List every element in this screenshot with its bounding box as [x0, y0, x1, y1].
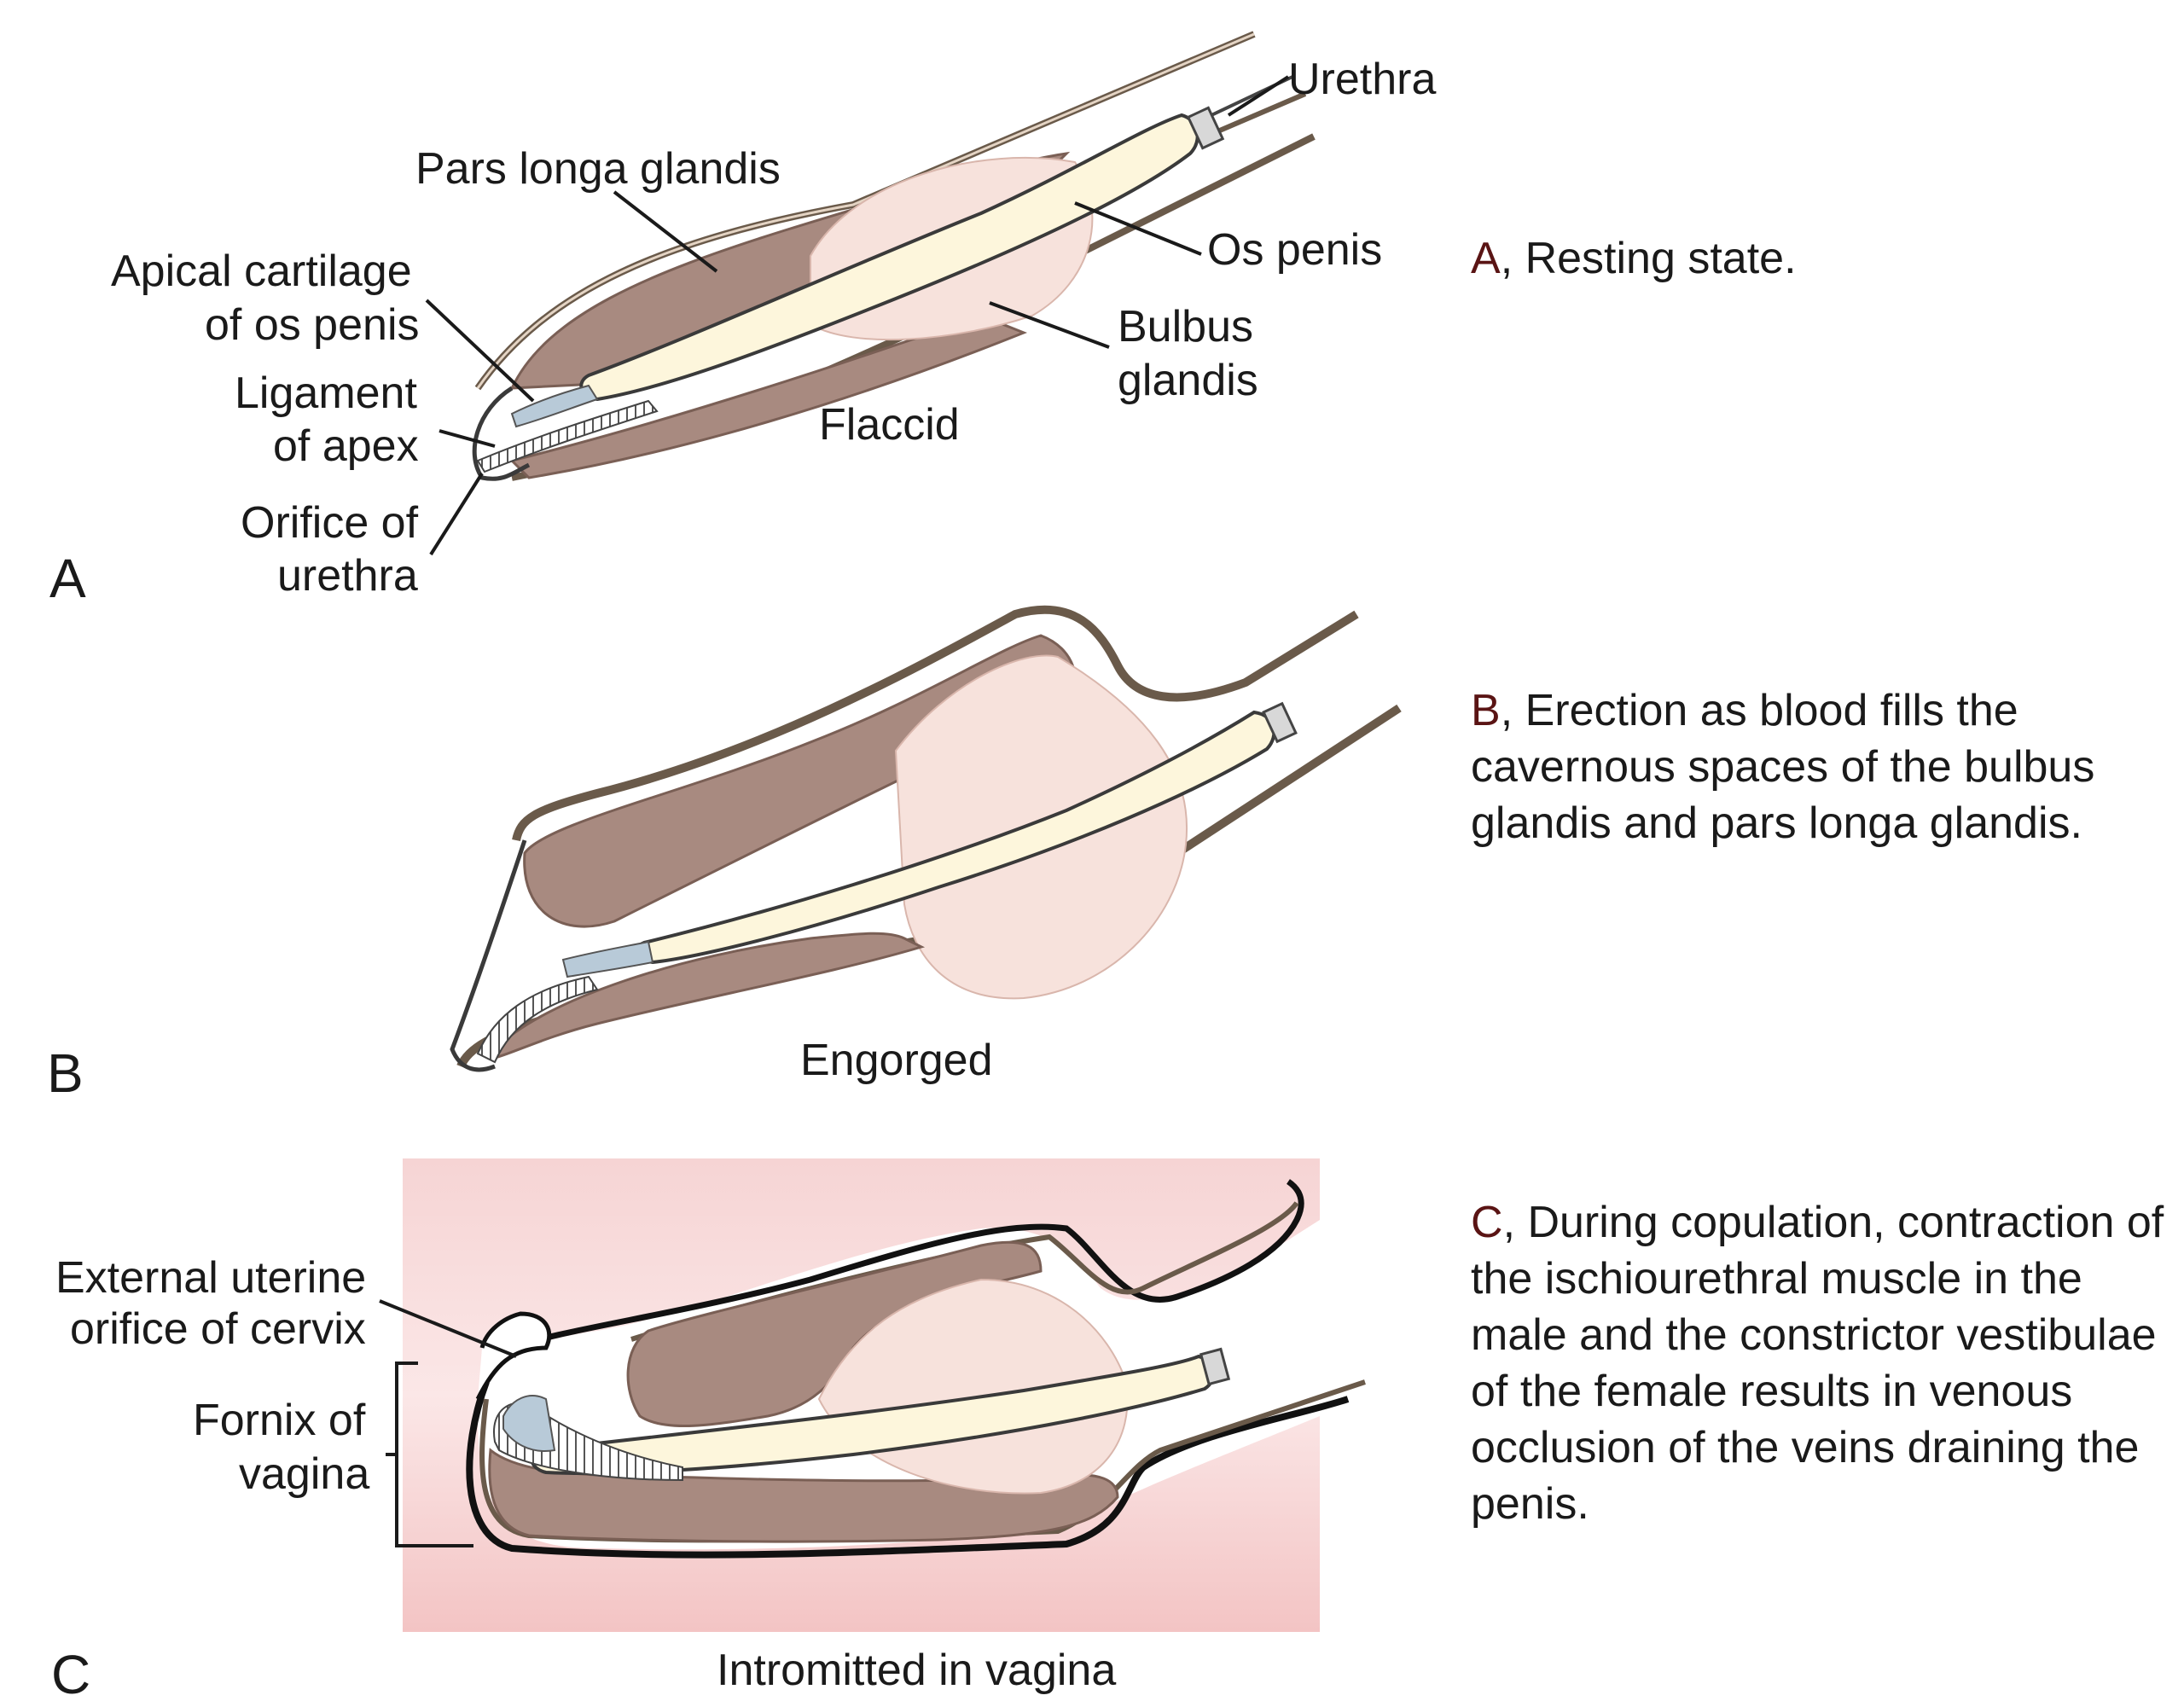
caption-b-letter: B — [1471, 686, 1501, 735]
urethra-end-engorged — [1262, 701, 1298, 744]
cervix — [475, 1311, 552, 1401]
panel-letter-c: C — [51, 1644, 90, 1705]
os-penis-engorged — [636, 710, 1276, 965]
label-external-uterine-2: orifice of cervix — [70, 1304, 366, 1354]
caption-a-text: , Resting state. — [1500, 234, 1797, 283]
label-flaccid: Flaccid — [819, 400, 960, 450]
vaginal-wall-lower — [466, 1380, 1350, 1559]
engorged-outline — [512, 605, 1359, 842]
leader-external-orifice — [379, 1299, 517, 1358]
urethra-end — [1186, 106, 1225, 150]
glans-tip — [472, 386, 531, 481]
caption-c-letter: C — [1471, 1198, 1503, 1247]
caption-a: A, Resting state. — [1471, 230, 2170, 287]
caption-b-text: , Erection as blood fills the cavernous … — [1471, 686, 2095, 848]
label-os-penis: Os penis — [1207, 225, 1382, 275]
label-apical-cartilage-1: Apical cartilage — [111, 247, 412, 296]
panel-a-drawing: Urethra Pars longa glandis Apical cartil… — [49, 31, 1436, 609]
label-orifice-1: Orifice of — [241, 498, 419, 548]
caption-b: B, Erection as blood fills the cavernous… — [1471, 682, 2170, 851]
os-penis — [579, 113, 1199, 402]
label-ligament-2: of apex — [273, 421, 419, 471]
label-urethra: Urethra — [1288, 55, 1436, 104]
label-ligament-1: Ligament — [235, 369, 417, 418]
label-fornix-1: Fornix of — [193, 1396, 366, 1445]
cartilage-c — [502, 1395, 556, 1452]
fornix-bracket — [386, 1362, 473, 1547]
label-engorged: Engorged — [800, 1036, 993, 1085]
vaginal-wall-upper — [510, 1179, 1304, 1351]
urethra-ridge — [476, 399, 659, 473]
urethra-ridge-engorged — [476, 975, 599, 1064]
label-orifice-2: urethra — [277, 551, 418, 601]
panel-letter-a: A — [49, 548, 86, 609]
apical-cartilage — [510, 384, 599, 428]
panel-a-leaders — [425, 75, 1290, 556]
panel-b-drawing: Engorged B — [47, 605, 1402, 1104]
urethra-end-c — [1199, 1347, 1231, 1386]
lower-tissue-band — [509, 314, 1028, 479]
panel-c-drawing: External uterine orifice of cervix Forni… — [51, 1158, 1366, 1705]
apical-cartilage-engorged — [561, 940, 654, 978]
label-bulbus-2: glandis — [1118, 356, 1258, 405]
caption-c: C, During copulation, contraction of the… — [1471, 1194, 2170, 1532]
label-apical-cartilage-2: of os penis — [205, 300, 420, 350]
caption-c-text: , During copulation, contraction of the … — [1471, 1198, 2164, 1529]
glans-tip-engorged — [450, 839, 527, 1072]
label-pars-longa-glandis: Pars longa glandis — [415, 144, 781, 194]
label-external-uterine-1: External uterine — [55, 1253, 366, 1303]
lower-tissue-engorged — [493, 932, 926, 1060]
label-fornix-2: vagina — [239, 1449, 369, 1499]
label-intromitted: Intromitted in vagina — [717, 1646, 1116, 1695]
sheath-upper-line-inner — [476, 32, 1255, 389]
label-bulbus-1: Bulbus — [1118, 302, 1253, 351]
caption-a-letter: A — [1471, 234, 1501, 283]
panel-letter-b: B — [47, 1042, 84, 1104]
